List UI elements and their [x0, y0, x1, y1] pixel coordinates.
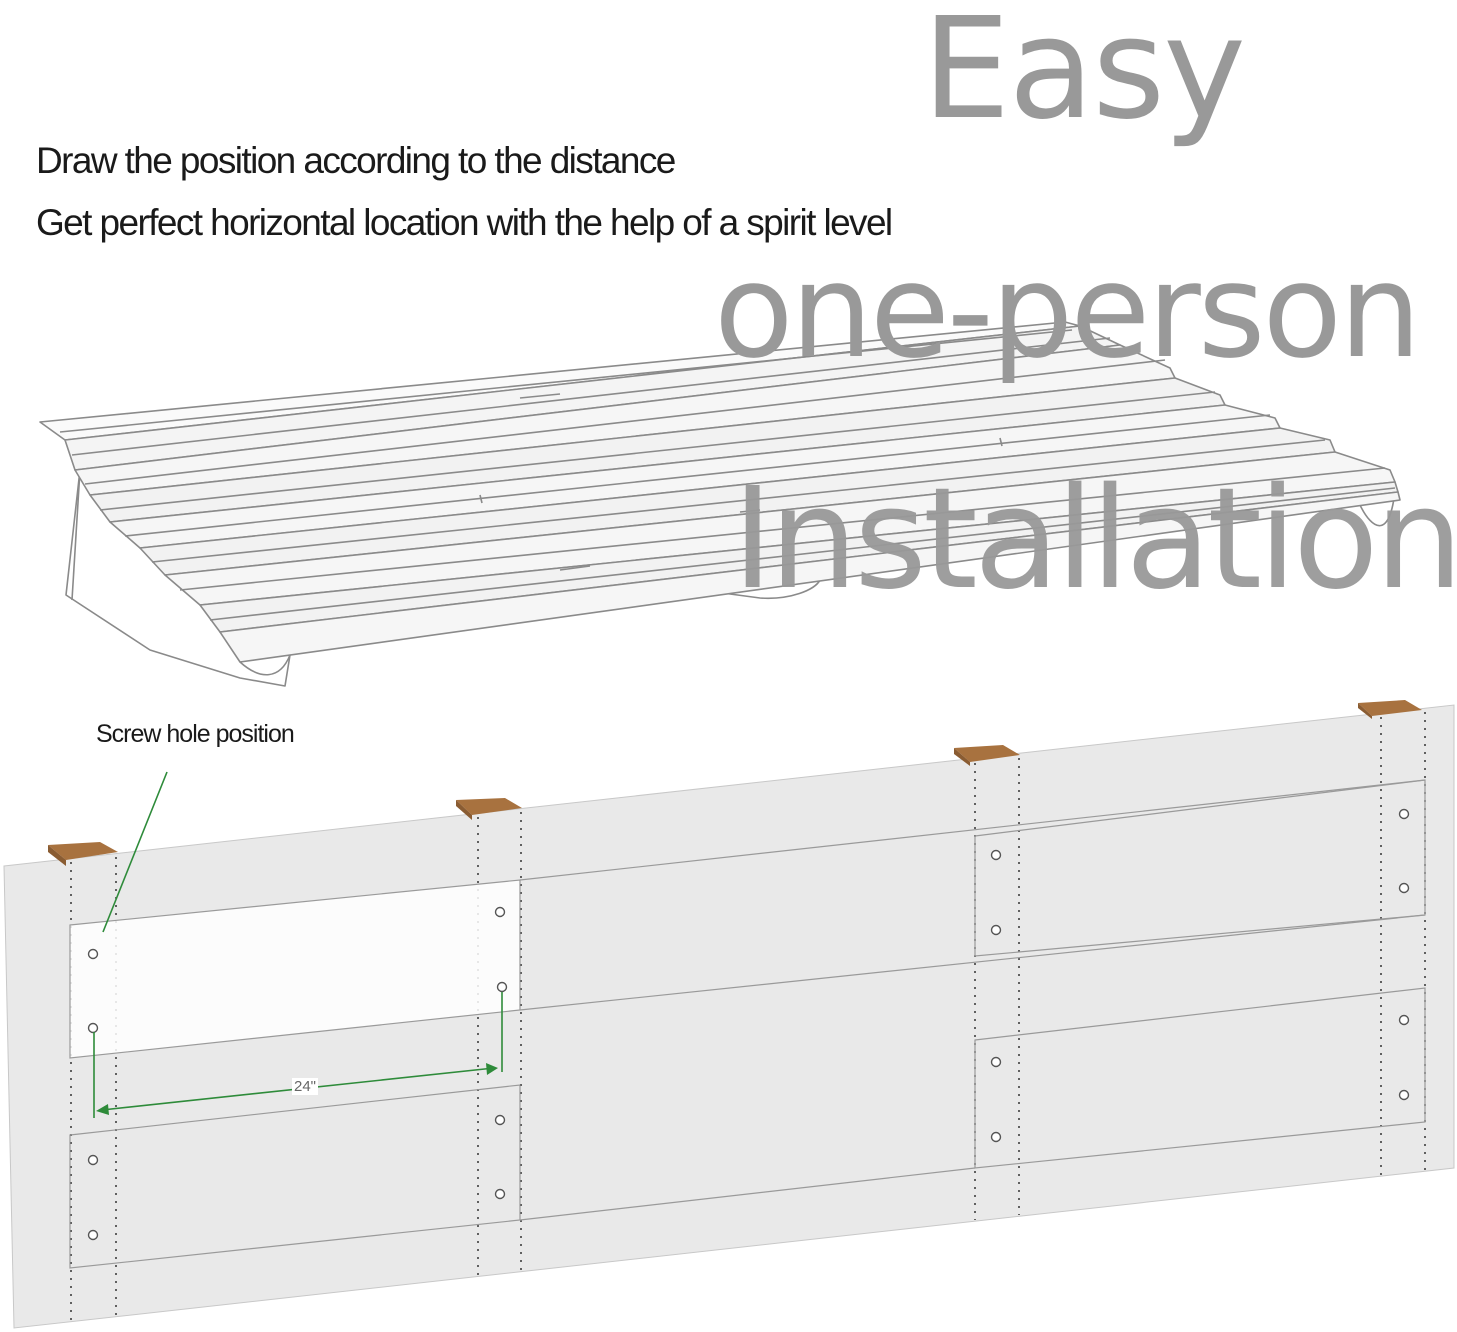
- wall-stud-top: [1358, 700, 1422, 716]
- wall-stud-top: [954, 745, 1020, 762]
- wall-stud-top: [456, 798, 522, 815]
- awning-bracket-left: [65, 469, 291, 687]
- instruction-line-2: Get perfect horizontal location with the…: [36, 202, 893, 243]
- headline-one-person: one-person: [714, 235, 1421, 387]
- instruction-line-1: Draw the position according to the dista…: [36, 140, 676, 181]
- awning-illustration: [39, 321, 1401, 687]
- awning-bracket-right: [1359, 489, 1396, 527]
- headline-easy: Easy: [922, 0, 1246, 151]
- screw-holes: [87, 808, 1410, 1241]
- dimension-label: 24": [292, 1078, 319, 1095]
- headline-installation: Installation: [732, 458, 1457, 621]
- screw-hole-label: Screw hole position: [96, 720, 295, 748]
- wall-stud-top: [48, 842, 118, 860]
